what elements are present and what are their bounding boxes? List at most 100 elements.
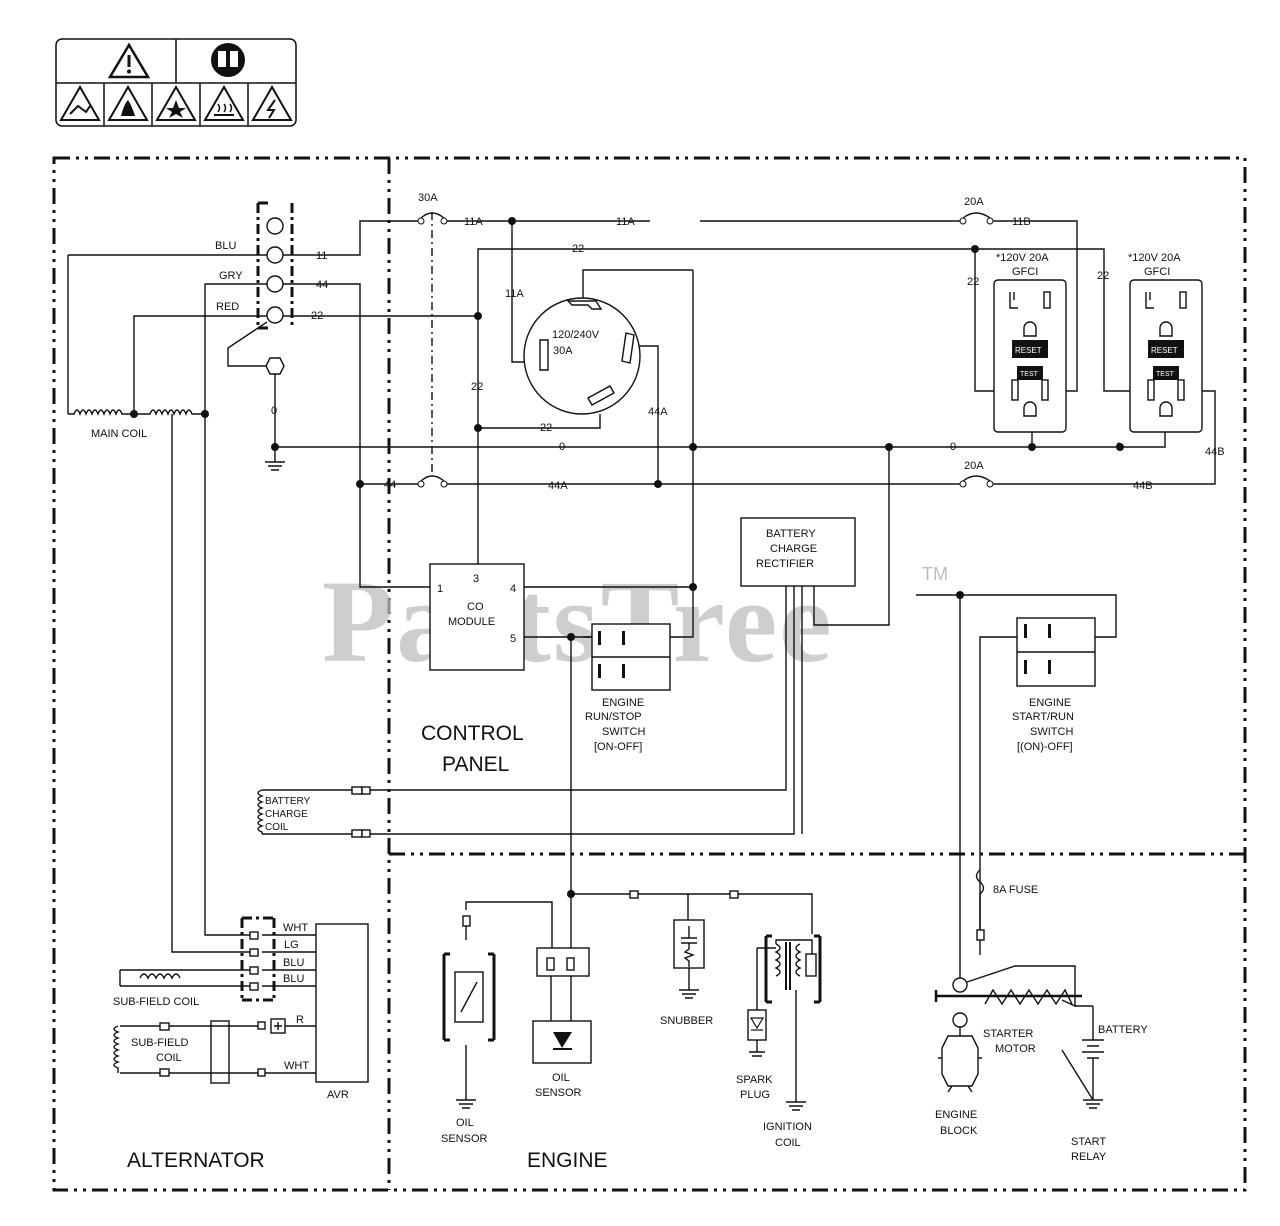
read-manual-icon <box>211 43 245 77</box>
control-panel-title-line1: CONTROL <box>421 722 524 745</box>
oil-sensor-b-line1: OIL <box>552 1072 570 1084</box>
engine-section-title: ENGINE <box>527 1149 608 1172</box>
explosion-hazard-icon <box>155 84 197 121</box>
warning-triangle-icon <box>107 42 151 79</box>
wire-label-22-e: 22 <box>967 276 979 288</box>
wire-label-0-c: 0 <box>1116 441 1122 453</box>
main-coil <box>67 254 268 418</box>
oil-sensor-a-line2: SENSOR <box>441 1133 488 1145</box>
terminal-strip <box>256 201 294 375</box>
wire-label-11a-2: 11A <box>616 216 635 228</box>
wire-label-22-c: 22 <box>471 381 483 393</box>
wire-label-44a-2: 44A <box>648 406 668 418</box>
wire-11-11A-11B <box>283 212 1078 476</box>
oil-sensor-module <box>532 947 592 1064</box>
alternator-section-title: ALTERNATOR <box>127 1149 265 1172</box>
avr-wire-blu-1: BLU <box>283 957 304 969</box>
spark-plug-line1: SPARK <box>736 1074 773 1086</box>
wire-label-gry: GRY <box>219 270 243 282</box>
receptacle-rating-line2: 30A <box>553 345 573 357</box>
avr-wire-r: R <box>296 1014 304 1026</box>
wire-label-44b-1: 44B <box>1133 480 1153 492</box>
breaker-30a-label-1: 30A <box>418 192 438 204</box>
rectifier-label-line3: RECTIFIER <box>756 558 814 570</box>
co-module-pin-1: 1 <box>437 583 443 595</box>
oil-sensor-b-line2: SENSOR <box>535 1087 582 1099</box>
rectifier-label-line2: CHARGE <box>770 543 817 555</box>
oil-sensor-switch <box>442 952 496 1109</box>
co-module-label-line1: CO <box>467 601 484 613</box>
spark-plug <box>747 1009 767 1057</box>
gfci-2-rating-line1: *120V 20A <box>1128 252 1181 264</box>
engine-wiring <box>462 637 813 948</box>
co-module <box>429 563 693 671</box>
sub-field-coil-label-line1: SUB-FIELD <box>131 1037 189 1049</box>
co-module-label-line2: MODULE <box>448 616 495 628</box>
battery-charge-rectifier <box>368 447 890 835</box>
snubber <box>673 919 705 999</box>
engine-start-run-switch <box>916 591 1117 985</box>
twist-lock-receptacle-120-240v <box>523 297 641 415</box>
fuse-8a <box>975 869 985 955</box>
battery-charge-coil-line3: COIL <box>265 822 289 833</box>
wire-label-44a-1: 44A <box>548 480 568 492</box>
wire-label-22-a: 22 <box>311 310 323 322</box>
gfci-1-rating-line2: GFCI <box>1012 266 1038 278</box>
wire-label-11: 11 <box>316 250 327 262</box>
electric-shock-icon <box>251 84 293 121</box>
gfci-outlet-1 <box>993 279 1067 433</box>
engine-block-line1: ENGINE <box>935 1109 977 1121</box>
rectifier-label-line1: BATTERY <box>766 528 816 540</box>
wire-label-22-d: 22 <box>540 422 552 434</box>
engine-block-line2: BLOCK <box>940 1125 978 1137</box>
battery-charge-coil <box>257 786 371 838</box>
run-stop-label-line4: [ON-OFF] <box>594 741 642 753</box>
starter-motor-line1: STARTER <box>983 1028 1033 1040</box>
start-run-label-line4: [(ON)-OFF] <box>1017 741 1073 753</box>
breaker-20a-label-1: 20A <box>964 196 984 208</box>
run-stop-label-line3: SWITCH <box>602 726 645 738</box>
co-module-pin-3: 3 <box>473 573 479 585</box>
wire-label-blu: BLU <box>215 240 236 252</box>
battery <box>1061 1005 1104 1109</box>
start-relay-line2: RELAY <box>1071 1151 1107 1163</box>
starter-motor-and-relay <box>934 965 1082 1093</box>
gfci-outlet-2 <box>1129 279 1203 433</box>
spark-plug-line2: PLUG <box>740 1089 770 1101</box>
wire-label-44-b: 44 <box>384 479 396 491</box>
gfci-1-reset-label: RESET <box>1015 346 1042 355</box>
wire-label-0-b: 0 <box>950 441 956 453</box>
battery-charge-coil-line2: CHARGE <box>265 809 308 820</box>
wire-label-22-f: 22 <box>1097 270 1109 282</box>
start-run-label-line2: START/RUN <box>1012 711 1074 723</box>
receptacle-rating-line1: 120/240V <box>552 329 600 341</box>
sub-field-coil-label-line2: COIL <box>156 1052 182 1064</box>
run-stop-label-line2: RUN/STOP <box>585 711 642 723</box>
ignition-coil-line1: IGNITION <box>763 1121 812 1133</box>
control-panel-title-line2: PANEL <box>442 753 509 776</box>
battery-charge-coil-line1: BATTERY <box>265 796 311 807</box>
wire-label-22-b: 22 <box>572 243 584 255</box>
section-borders <box>52 156 1247 1192</box>
co-module-pin-5: 5 <box>510 633 516 645</box>
safety-warning-label <box>55 38 297 127</box>
breaker-20a-label-2: 20A <box>964 460 984 472</box>
gfci-1-test-label: TEST <box>1020 371 1039 378</box>
watermark-trademark: TM <box>922 564 948 584</box>
avr-module <box>113 414 369 1084</box>
fuse-label: 8A FUSE <box>993 884 1038 896</box>
fire-hazard-icon <box>107 84 149 121</box>
gfci-2-reset-label: RESET <box>1151 346 1178 355</box>
wire-label-red: RED <box>216 301 239 313</box>
toxic-fumes-icon <box>59 84 101 121</box>
sub-field-coil-label-top: SUB-FIELD COIL <box>113 996 199 1008</box>
gfci-2-test-label: TEST <box>1156 371 1175 378</box>
snubber-label: SNUBBER <box>660 1015 713 1027</box>
ignition-coil-line2: COIL <box>775 1137 801 1149</box>
gfci-1-rating-line1: *120V 20A <box>996 252 1049 264</box>
wire-44 <box>283 283 1216 588</box>
avr-wire-lg: LG <box>284 939 299 951</box>
start-relay-line1: START <box>1071 1136 1106 1148</box>
co-module-pin-4: 4 <box>510 583 516 595</box>
